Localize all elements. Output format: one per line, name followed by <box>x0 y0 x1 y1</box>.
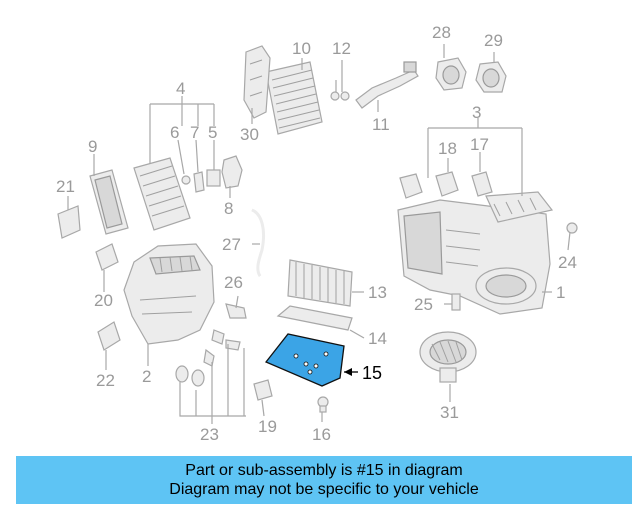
callout-5: 5 <box>208 123 217 142</box>
callout-23: 23 <box>200 425 219 444</box>
callout-21: 21 <box>56 177 75 196</box>
callout-31: 31 <box>440 403 459 422</box>
callout-4: 4 <box>176 79 185 98</box>
part-25-resistor[interactable] <box>451 293 461 311</box>
callout-19: 19 <box>258 417 277 436</box>
callout-9: 9 <box>88 137 97 156</box>
part-31-blower[interactable] <box>419 331 477 383</box>
callout-20: 20 <box>94 291 113 310</box>
callout-25: 25 <box>414 295 433 314</box>
part-14-cover[interactable] <box>276 305 353 331</box>
callout-1: 1 <box>556 283 565 302</box>
part-11-pipe[interactable] <box>355 61 419 109</box>
part-8-sensor[interactable] <box>221 155 243 189</box>
callout-3: 3 <box>472 103 481 122</box>
part-26-actuator[interactable] <box>225 303 247 319</box>
part-13-filter[interactable] <box>287 259 353 307</box>
callout-15: 15 <box>362 363 382 383</box>
leader-lines <box>67 44 571 424</box>
part-10-filter[interactable] <box>265 61 323 135</box>
part-30-bracket[interactable] <box>243 45 271 119</box>
callout-18: 18 <box>438 139 457 158</box>
part-9-frame[interactable] <box>89 169 129 235</box>
callout-6: 6 <box>170 123 179 142</box>
part-29-gasket[interactable] <box>475 61 507 93</box>
part-22-bracket[interactable] <box>97 321 121 351</box>
callout-24: 24 <box>558 253 577 272</box>
part-12-clips[interactable] <box>330 91 350 101</box>
callout-22: 22 <box>96 371 115 390</box>
banner-line-2: Diagram may not be specific to your vehi… <box>169 481 479 498</box>
part-16-clip[interactable] <box>317 396 329 413</box>
callout-12: 12 <box>332 39 351 58</box>
callout-7: 7 <box>190 123 199 142</box>
callout-8: 8 <box>224 199 233 218</box>
callout-16: 16 <box>312 425 331 444</box>
part-27-hose[interactable] <box>251 208 266 277</box>
callout-28: 28 <box>432 23 451 42</box>
banner-line-1: Part or sub-assembly is #15 in diagram <box>185 462 463 479</box>
callout-26: 26 <box>224 273 243 292</box>
callout-11: 11 <box>372 115 390 134</box>
info-banner: Part or sub-assembly is #15 in diagram D… <box>16 456 632 504</box>
part-15-panel[interactable] <box>264 333 345 387</box>
callout-numbers: 1 2 3 4 5 6 7 8 9 10 11 12 13 14 15 16 1… <box>56 23 577 444</box>
callout-14: 14 <box>368 329 387 348</box>
part-24-screw[interactable] <box>566 222 578 234</box>
part-5-valve[interactable] <box>206 169 221 187</box>
part-2-housing[interactable] <box>123 243 215 345</box>
callout-13: 13 <box>368 283 387 302</box>
part-21-bracket[interactable] <box>57 205 81 239</box>
callout-17: 17 <box>470 135 489 154</box>
part-6-7-fittings[interactable] <box>181 171 205 193</box>
part-20-bracket[interactable] <box>95 243 119 271</box>
callout-27: 27 <box>222 235 241 254</box>
part-19-bracket[interactable] <box>253 379 273 401</box>
callout-29: 29 <box>484 31 503 50</box>
part-17-18-actuators[interactable] <box>399 171 493 199</box>
parts-diagram: 1 2 3 4 5 6 7 8 9 10 11 12 13 14 15 16 1… <box>56 23 578 444</box>
part-28-gasket[interactable] <box>435 57 467 91</box>
callout-2: 2 <box>142 367 151 386</box>
part-1-main-housing[interactable] <box>397 191 554 315</box>
callout-30: 30 <box>240 125 259 144</box>
part-4-evaporator[interactable] <box>133 157 191 231</box>
part-23-hardware[interactable] <box>175 329 241 387</box>
callout-10: 10 <box>292 39 311 58</box>
